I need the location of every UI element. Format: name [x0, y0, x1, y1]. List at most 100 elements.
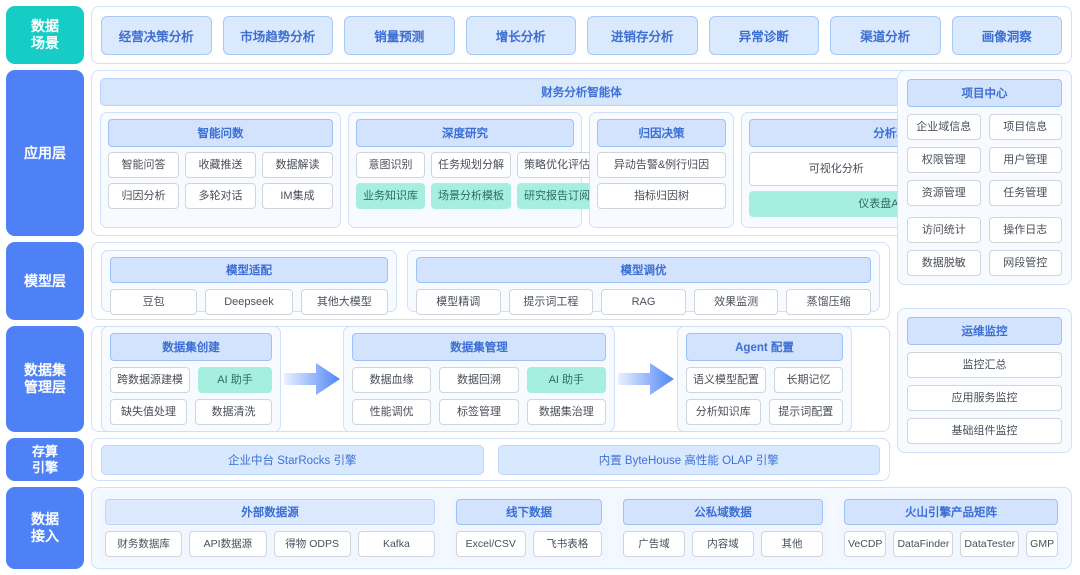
model-chip[interactable]: 蒸馏压缩 — [786, 289, 871, 316]
dataset-chip[interactable]: 数据回溯 — [439, 367, 519, 394]
app-chip[interactable]: 研究报告订阅 — [517, 183, 597, 210]
access-group-items: VeCDP DataFinder DataTester GMP — [844, 531, 1059, 557]
access-chip[interactable]: 飞书表格 — [532, 531, 602, 557]
scene-chip[interactable]: 画像洞察 — [951, 15, 1062, 55]
layer-label-model: 模型层 — [6, 242, 84, 321]
project-center-box: 项目中心 企业域信息 项目信息 权限管理 用户管理 资源管理 任务管理 访问统计… — [897, 70, 1072, 285]
access-group-items: 财务数据库 API数据源 得物 ODPS Kafka — [105, 531, 435, 557]
dataset-chip[interactable]: 长期记忆 — [774, 367, 843, 394]
project-chip[interactable]: 数据脱敏 — [907, 250, 981, 276]
app-chip[interactable]: 多轮对话 — [185, 183, 256, 210]
scene-chip[interactable]: 经营决策分析 — [101, 15, 212, 55]
app-chip[interactable]: 业务知识库 — [356, 183, 425, 210]
scene-chip[interactable]: 销量预测 — [344, 15, 455, 55]
project-chip[interactable]: 网段管控 — [988, 250, 1062, 276]
dataset-manage-row1: 数据血缘 数据回溯 AI 助手 — [352, 367, 606, 394]
model-chip[interactable]: 其他大模型 — [300, 289, 388, 316]
access-chip[interactable]: API数据源 — [189, 531, 267, 557]
app-chip[interactable]: 数据解读 — [262, 152, 333, 179]
access-chip[interactable]: DataTester — [960, 531, 1020, 557]
layer-label-dataset: 数据集 管理层 — [6, 326, 84, 433]
group-title: 归因决策 — [597, 119, 726, 148]
access-group-offline: 线下数据 Excel/CSV 飞书表格 — [450, 494, 608, 562]
app-chip[interactable]: 收藏推送 — [185, 152, 256, 179]
model-chip[interactable]: 提示词工程 — [508, 289, 594, 316]
dataset-chip[interactable]: 性能调优 — [352, 399, 432, 426]
dataset-chip[interactable]: 缺失值处理 — [110, 399, 187, 426]
dataset-agent-title: Agent 配置 — [686, 333, 843, 362]
dataset-chip[interactable]: 标签管理 — [439, 399, 519, 426]
access-chip[interactable]: 内容域 — [692, 531, 754, 557]
dataset-chip[interactable]: 提示词配置 — [768, 399, 843, 426]
scene-chip[interactable]: 渠道分析 — [830, 15, 941, 55]
app-chip[interactable]: 任务规划分解 — [431, 152, 511, 179]
access-chip[interactable]: GMP — [1026, 531, 1059, 557]
flow-arrow-icon — [281, 334, 343, 424]
access-chip[interactable]: Excel/CSV — [456, 531, 526, 557]
dataset-create-row1: 跨数据源建模 AI 助手 — [110, 367, 272, 394]
model-chip[interactable]: 豆包 — [110, 289, 198, 316]
dataset-create-title: 数据集创建 — [110, 333, 272, 362]
layer-row-access: 数据 接入 外部数据源 财务数据库 API数据源 得物 ODPS Kafka 线… — [6, 487, 1072, 569]
app-chip[interactable]: 智能问答 — [108, 152, 179, 179]
scene-chip[interactable]: 增长分析 — [465, 15, 576, 55]
model-panel: 模型适配 豆包 Deepseek 其他大模型 模型调优 模型精调 提示词工程 R… — [91, 242, 890, 321]
ops-chip[interactable]: 监控汇总 — [907, 352, 1062, 378]
dataset-chip[interactable]: 跨数据源建模 — [110, 367, 190, 394]
access-chip[interactable]: Kafka — [357, 531, 435, 557]
app-chip[interactable]: 可视化分析 — [749, 152, 924, 187]
layer-label-scene: 数据 场景 — [6, 6, 84, 65]
dataset-chip[interactable]: 语义模型配置 — [686, 367, 766, 394]
dataset-chip[interactable]: 数据血缘 — [352, 367, 432, 394]
model-chip[interactable]: RAG — [601, 289, 686, 316]
storage-engine-chip[interactable]: 内置 ByteHouse 高性能 OLAP 引擎 — [497, 444, 880, 475]
model-adapt-title: 模型适配 — [110, 257, 388, 284]
app-chip[interactable]: 策略优化评估 — [517, 152, 597, 179]
access-chip[interactable]: VeCDP — [844, 531, 887, 557]
dataset-chip[interactable]: AI 助手 — [526, 367, 606, 394]
access-chip[interactable]: 得物 ODPS — [273, 531, 351, 557]
scene-chip[interactable]: 市场趋势分析 — [222, 15, 333, 55]
app-chip[interactable]: 意图识别 — [356, 152, 425, 179]
dataset-chip[interactable]: 数据集治理 — [526, 399, 606, 426]
app-chip[interactable]: 指标归因树 — [597, 183, 726, 210]
layer-label-access: 数据 接入 — [6, 487, 84, 569]
layer-row-scene: 数据 场景 经营决策分析 市场趋势分析 销量预测 增长分析 进销存分析 异常诊断… — [6, 6, 1072, 65]
access-group-title: 火山引擎产品矩阵 — [844, 499, 1058, 525]
model-tune-title: 模型调优 — [416, 257, 871, 284]
model-chip[interactable]: 效果监测 — [693, 289, 779, 316]
project-center-items-secondary: 访问统计 操作日志 数据脱敏 网段管控 — [907, 217, 1062, 276]
project-chip[interactable]: 项目信息 — [988, 114, 1062, 140]
access-chip[interactable]: 财务数据库 — [105, 531, 183, 557]
ops-chip[interactable]: 基础组件监控 — [907, 418, 1062, 444]
app-chip[interactable]: 异动告警&例行归因 — [597, 152, 726, 179]
access-chip[interactable]: 其他 — [761, 531, 823, 557]
ops-chip[interactable]: 应用服务监控 — [907, 385, 1062, 411]
dataset-chip[interactable]: 分析知识库 — [686, 399, 761, 426]
dataset-manage-row2: 性能调优 标签管理 数据集治理 — [352, 399, 606, 426]
app-chip[interactable]: 场景分析模板 — [431, 183, 511, 210]
project-chip[interactable]: 访问统计 — [907, 217, 981, 243]
project-chip[interactable]: 权限管理 — [907, 147, 981, 173]
project-chip[interactable]: 操作日志 — [988, 217, 1062, 243]
scene-chip[interactable]: 进销存分析 — [587, 15, 698, 55]
scene-panel: 经营决策分析 市场趋势分析 销量预测 增长分析 进销存分析 异常诊断 渠道分析 … — [91, 6, 1072, 65]
app-chip[interactable]: 归因分析 — [108, 183, 179, 210]
app-chip[interactable]: IM集成 — [262, 183, 333, 210]
model-tune-items: 模型精调 提示词工程 RAG 效果监测 蒸馏压缩 — [416, 289, 871, 316]
model-chip[interactable]: 模型精调 — [416, 289, 501, 316]
project-chip[interactable]: 资源管理 — [907, 180, 981, 206]
model-chip[interactable]: Deepseek — [205, 289, 293, 316]
dataset-chip[interactable]: AI 助手 — [198, 367, 272, 394]
project-chip[interactable]: 任务管理 — [988, 180, 1062, 206]
project-chip[interactable]: 企业域信息 — [907, 114, 981, 140]
ops-monitor-box: 运维监控 监控汇总 应用服务监控 基础组件监控 — [897, 308, 1072, 453]
project-chip[interactable]: 用户管理 — [988, 147, 1062, 173]
scene-chip[interactable]: 异常诊断 — [708, 15, 819, 55]
access-chip[interactable]: DataFinder — [893, 531, 954, 557]
access-chip[interactable]: 广告域 — [623, 531, 685, 557]
layer-row-dataset: 数据集 管理层 数据集创建 跨数据源建模 AI 助手 缺失值处理 数据清洗 — [6, 326, 1072, 433]
project-center-items: 企业域信息 项目信息 权限管理 用户管理 资源管理 任务管理 — [907, 114, 1062, 206]
storage-engine-chip[interactable]: 企业中台 StarRocks 引擎 — [101, 444, 484, 475]
dataset-chip[interactable]: 数据清洗 — [195, 399, 272, 426]
